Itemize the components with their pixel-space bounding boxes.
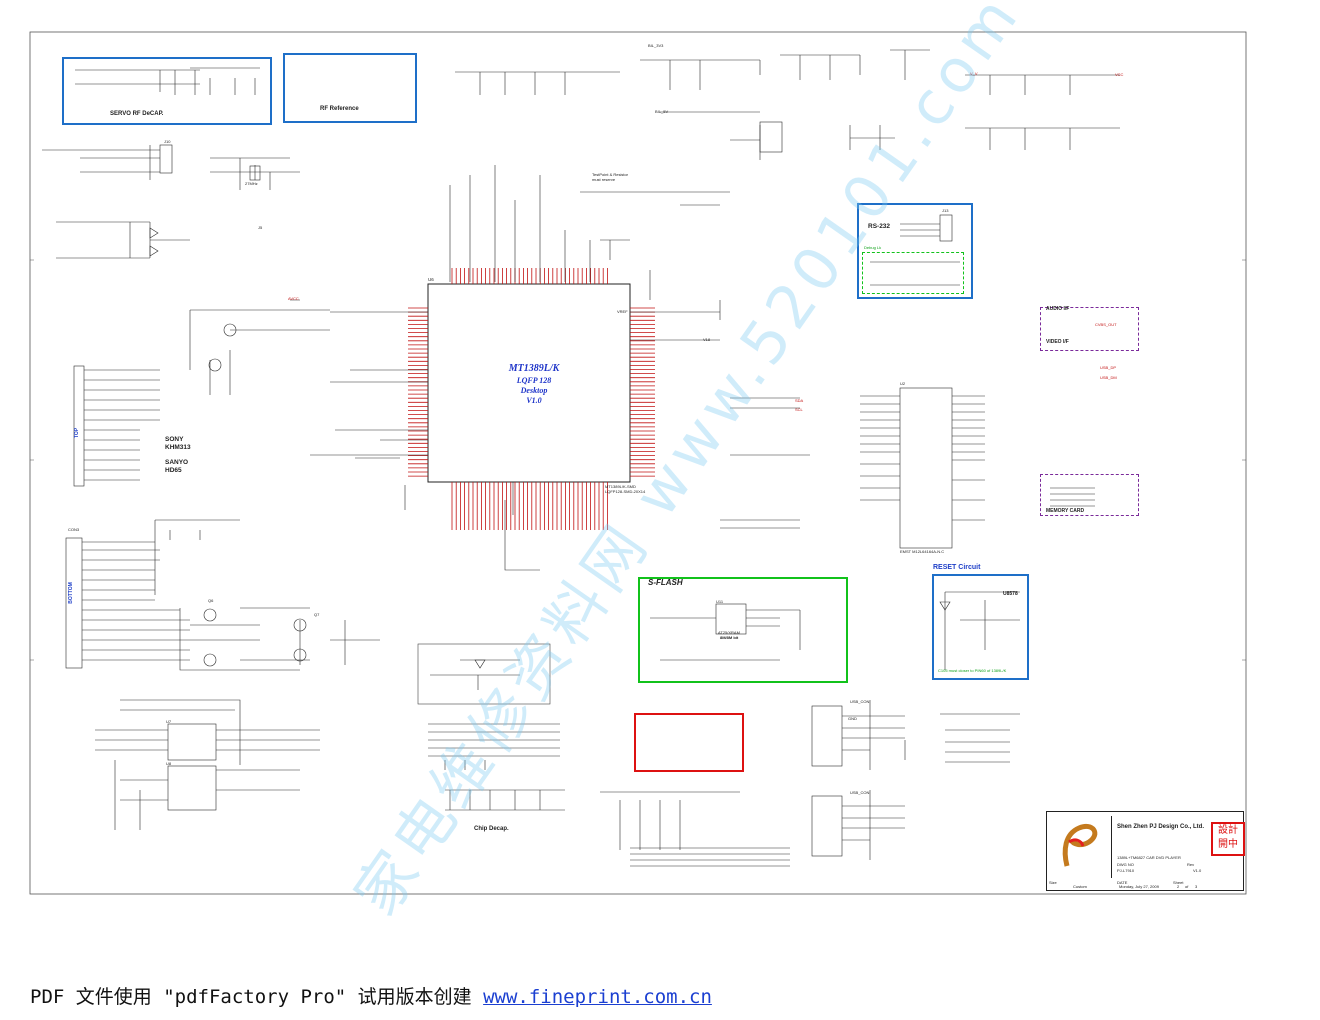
wiring (42, 49, 1120, 867)
ref-flash: AT25/XRAM (718, 630, 740, 635)
net-scl: SCL (795, 407, 803, 412)
servo-rf-decap-box (62, 57, 272, 125)
pj-logo-icon (1062, 824, 1098, 867)
chip-footprint: LQFP128-SMD-20X14 (605, 489, 646, 494)
rs232-inner-box (862, 252, 964, 294)
ref-j5: J5 (258, 225, 263, 230)
ref-j10: J10 (164, 139, 171, 144)
ref-usb2: USB_CON (850, 790, 870, 795)
memory-card-box (1040, 474, 1139, 516)
title-stamp-text: 設計 (1218, 825, 1238, 836)
net-v33: BIL_3V3 (648, 43, 664, 48)
chip-decap-title: Chip Decap. (474, 826, 509, 832)
ref-u7: U7 (166, 719, 172, 724)
testpoint-note-2: must reserve (592, 177, 616, 182)
reset-circuit-box (932, 574, 1029, 680)
khm313-label: KHM313 (165, 444, 191, 451)
title-of: of (1185, 884, 1189, 889)
title-sheet-no: 2 (1177, 884, 1180, 889)
chip-part: MT1389L/K-SMD (605, 484, 636, 489)
chip-package: LQFP 128 (516, 376, 552, 385)
sony-label: SONY (165, 436, 184, 443)
mt1389-chip (408, 268, 655, 530)
title-rev-label: Rev (1187, 862, 1195, 867)
rf-reference-title: RF Reference (320, 106, 359, 112)
title-logo (1049, 816, 1112, 878)
title-dwg: PJ-L7910 (1117, 868, 1135, 873)
testpoint-note: TestPoint & Resistor (592, 172, 629, 177)
chip-version: V1.0 (526, 396, 542, 405)
title-date-label: DATE (1117, 880, 1128, 885)
flash-size-label: 8M/8M bit (720, 635, 739, 640)
net-usb-dp: USB_DP (1100, 365, 1117, 370)
net-cvbs-out: CVBS_OUT (1095, 322, 1117, 327)
title-size: Custom (1073, 884, 1087, 889)
rs232-title: RS-232 (868, 223, 891, 230)
audio-if-title: AUDIO I/F (1046, 306, 1070, 312)
title-rev: V1.0 (1193, 868, 1202, 873)
ref-u11: U11 (716, 599, 724, 604)
ref-usb1: USB_CON (850, 699, 870, 704)
title-date: Monday, July 27, 2009 (1119, 884, 1159, 889)
net-vref: VREF (617, 309, 628, 314)
net-sda: SDA (795, 398, 804, 403)
hd65-label: HD65 (165, 467, 182, 474)
red-debug-box (634, 713, 744, 772)
sflash-title: S-FLASH (648, 578, 683, 587)
footer-link[interactable]: www.fineprint.com.cn (483, 986, 712, 1008)
bottom-connector-label: BOTTOM (67, 582, 74, 604)
pdf-footer: PDF 文件使用 "pdfFactory Pro" 试用版本创建 www.fin… (30, 982, 712, 1009)
net-avcc: AVCC (288, 296, 299, 301)
rf-reference-box (283, 53, 417, 123)
ref-con3: CON3 (68, 527, 80, 532)
title-company: Shen Zhen PJ Design Co., Ltd. (1117, 824, 1205, 830)
title-dwg-label: DWG NO (1117, 862, 1134, 867)
reset-circuit-title: RESET Circuit (933, 564, 981, 571)
chip-variant: Desktop (520, 386, 548, 395)
ref-u578: U8578 (1003, 591, 1018, 597)
net-xtal: 27MHz (245, 181, 258, 186)
chip-ref: U6 (428, 277, 434, 282)
title-stamp-text-2: 開中 (1218, 839, 1238, 850)
ref-j13: J13 (942, 208, 949, 213)
net-usb-dm: USB_DM (1100, 375, 1117, 380)
ref-q7: Q7 (314, 612, 320, 617)
debug-label: Debug Lk (864, 245, 882, 250)
net-vv: V_V (970, 71, 978, 76)
top-connector-label: TOP (74, 427, 81, 439)
net-vcc: VCC (1115, 72, 1124, 77)
title-stamp: 設計 開中 (1211, 822, 1245, 856)
audio-video-if-box (1040, 307, 1139, 351)
chip-name: MT1389L/K (508, 363, 560, 374)
sanyo-label: SANYO (165, 459, 189, 466)
reset-note: C105 must closer to PIN60 of 1389L/K (938, 668, 1007, 673)
rs232-box (857, 203, 973, 299)
video-if-title: VIDEO I/F (1046, 339, 1069, 345)
servo-rf-decap-title: SERVO RF DeCAP. (110, 111, 164, 117)
title-block: Shen Zhen PJ Design Co., Ltd. 1389L+TM68… (1046, 811, 1245, 891)
sheet-border (29, 31, 1247, 895)
net-v18: V18 (703, 337, 711, 342)
frame-ticks (30, 259, 1246, 661)
title-size-label: Size (1049, 880, 1057, 885)
ref-u2: U2 (900, 381, 906, 386)
ref-sdram: EMST M12L64164A-N.C (900, 549, 945, 554)
title-sheet-label: Sheet (1173, 880, 1184, 885)
net-v5: BIL_5V (655, 109, 669, 114)
sflash-box (638, 577, 848, 683)
ref-u8: U8 (166, 761, 172, 766)
ref-q6: Q6 (208, 598, 214, 603)
net-gnd: GND (848, 716, 857, 721)
footer-text: PDF 文件使用 "pdfFactory Pro" 试用版本创建 (30, 986, 484, 1008)
title-sheets: 3 (1195, 884, 1198, 889)
memory-card-title: MEMORY CARD (1046, 508, 1085, 514)
title-project: 1389L+TM6827 CAR DVD PLAYER (1117, 855, 1181, 860)
